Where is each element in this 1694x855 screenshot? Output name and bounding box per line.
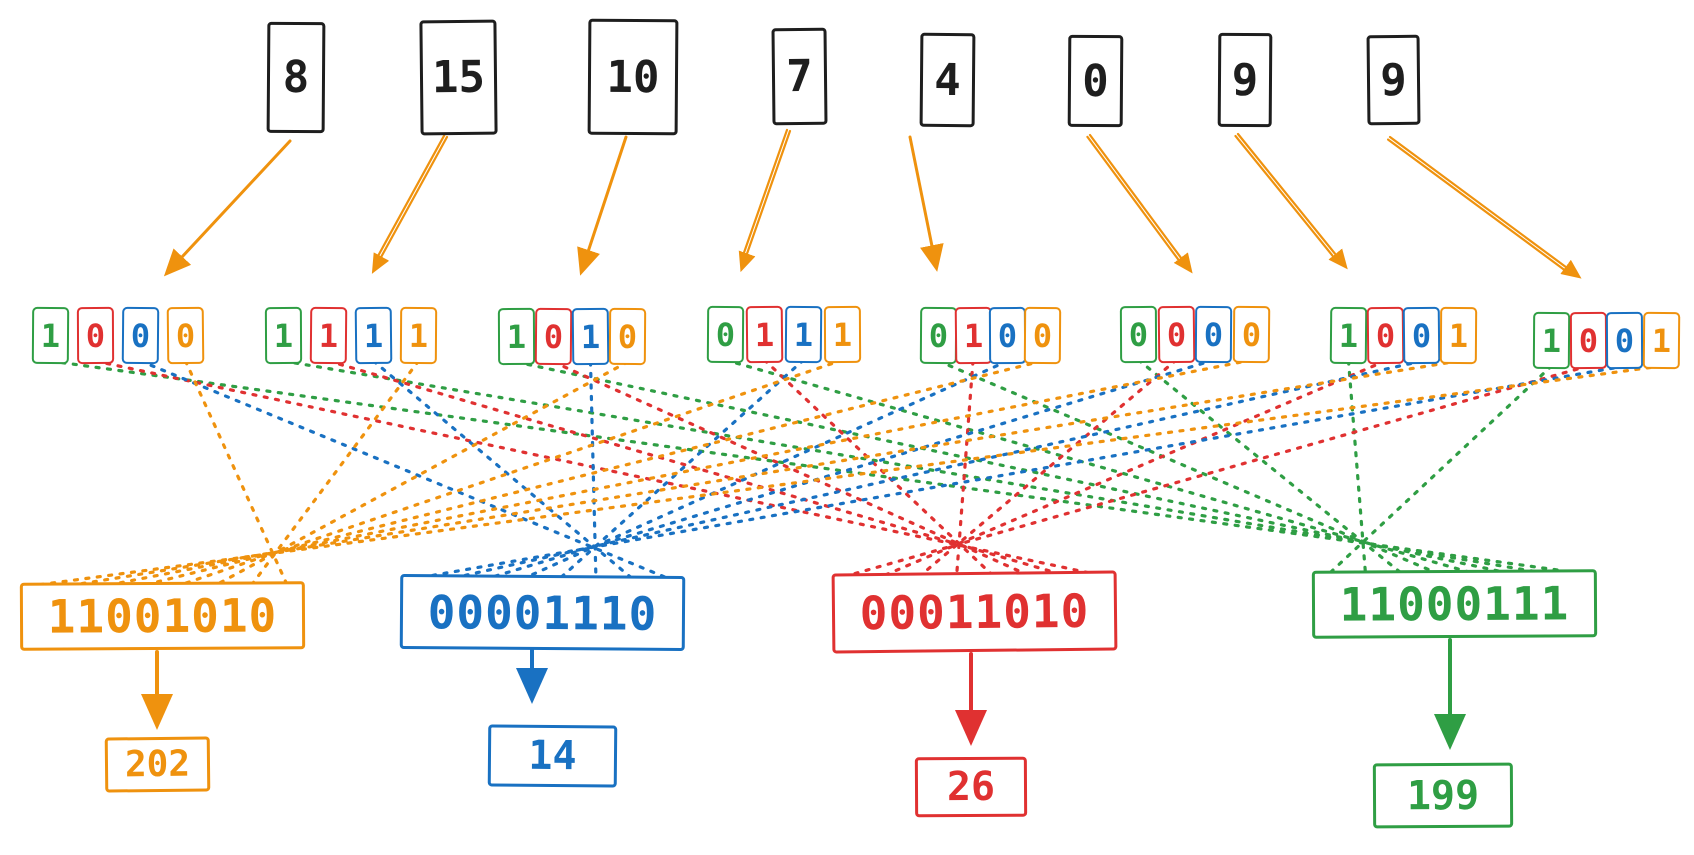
- fanout-arrow: [163, 139, 292, 277]
- bit-wire-green: [514, 360, 1510, 575]
- bit-wire-blue: [138, 359, 669, 580]
- bit-wire-orange: [249, 359, 421, 587]
- fanout-arrow-stroke: [1386, 138, 1566, 272]
- bit-wire-green: [723, 358, 1474, 575]
- bit-wire-orange: [214, 360, 630, 587]
- fanout-arrow: [1388, 135, 1582, 279]
- bit-wire-green: [48, 359, 1581, 575]
- fanout-arrow: [577, 135, 628, 276]
- bit-wire-orange: [178, 358, 845, 587]
- bit-wire-red: [883, 359, 1387, 577]
- bit-wire-blue: [451, 359, 1424, 580]
- fanout-arrow: [371, 135, 449, 274]
- bit-wire-blue: [416, 364, 1627, 580]
- bit-wire-blue: [371, 359, 634, 580]
- bit-wire-orange: [143, 359, 1044, 587]
- fanout-arrow: [738, 129, 792, 273]
- bit-wire-orange: [71, 359, 1461, 587]
- fanout-arrow: [908, 135, 944, 272]
- fanout-arrow: [1236, 132, 1348, 270]
- fanout-arrow: [1088, 133, 1193, 274]
- bit-wire-green: [1328, 364, 1554, 575]
- bit-wire-red: [93, 359, 1101, 577]
- bit-wire-green: [936, 359, 1439, 575]
- bit-wire-green: [1136, 358, 1403, 575]
- bit-wire-blue: [558, 358, 806, 580]
- fanout-arrow-stroke: [376, 134, 446, 258]
- bit-wire-orange: [36, 364, 1664, 587]
- bit-wire-green: [1346, 359, 1368, 575]
- bit-wire-red: [848, 364, 1590, 577]
- bit-wire-green: [281, 359, 1546, 575]
- fanout-arrow-stroke: [1234, 134, 1335, 259]
- bit-wire-red: [919, 358, 1178, 577]
- bit-wire-orange: [183, 359, 289, 587]
- fanout-arrow-stroke: [1086, 135, 1181, 262]
- bit-wire-blue: [487, 358, 1216, 580]
- bit-wire-red: [955, 359, 975, 577]
- bit-wire-blue: [588, 360, 598, 580]
- fanout-arrow-stroke: [742, 128, 789, 255]
